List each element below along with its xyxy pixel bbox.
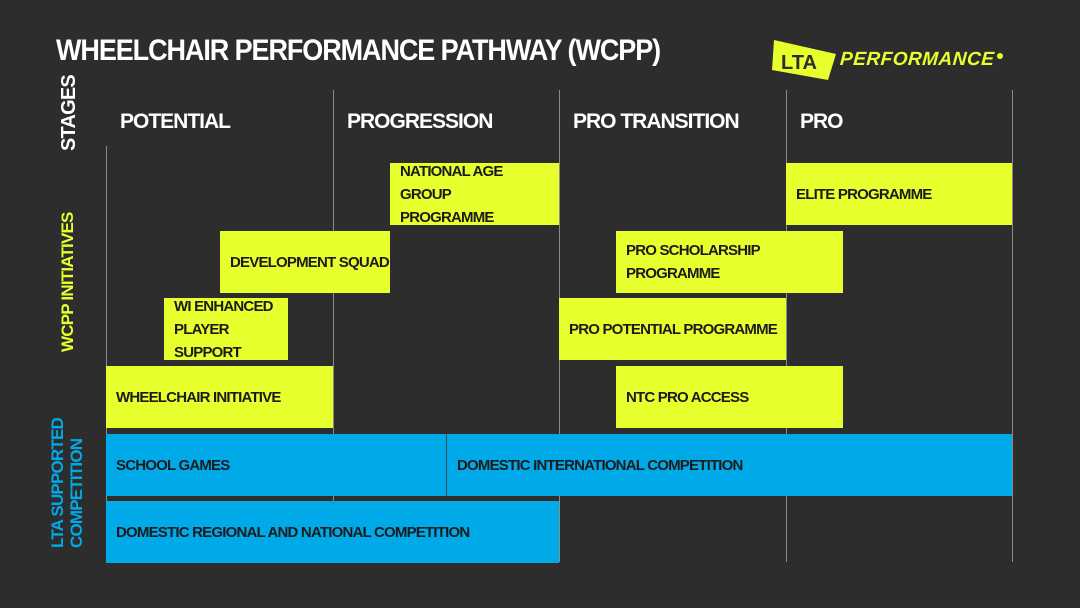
grid-line — [1012, 90, 1013, 562]
initiative-label: DEVELOPMENT SQUAD — [230, 253, 390, 271]
initiative-pro-potential: PRO POTENTIAL PROGRAMME — [559, 298, 786, 360]
initiative-national-age-group: NATIONAL AGE GROUP PROGRAMME — [390, 163, 559, 226]
logo-performance-text: PERFORMANCE — [839, 49, 996, 70]
competition-domestic-international: DOMESTIC INTERNATIONAL COMPETITION — [457, 456, 743, 474]
competition-side-label: LTA SUPPORTED COMPETITION — [48, 418, 86, 548]
grid-line — [106, 146, 107, 562]
initiative-label: PRO SCHOLARSHIP PROGRAMME — [626, 242, 760, 282]
page-title: WHEELCHAIR PERFORMANCE PATHWAY (WCPP) — [56, 34, 661, 67]
initiative-elite-programme: ELITE PROGRAMME — [786, 163, 1012, 225]
initiatives-side-label: WCPP INITIATIVES — [58, 212, 77, 352]
initiative-wi-enhanced: WI ENHANCED PLAYER SUPPORT — [164, 298, 288, 361]
stage-pro: PRO — [800, 110, 844, 133]
initiative-label: NATIONAL AGE GROUP PROGRAMME — [400, 162, 503, 226]
competition-divider — [446, 434, 447, 496]
competition-label: DOMESTIC REGIONAL AND NATIONAL COMPETITI… — [116, 523, 470, 541]
initiative-label: ELITE PROGRAMME — [796, 185, 932, 203]
lta-logo-icon: LTA — [772, 40, 836, 80]
initiative-label: WI ENHANCED PLAYER SUPPORT — [174, 297, 274, 361]
stage-progression: PROGRESSION — [347, 110, 493, 133]
initiative-label: PRO POTENTIAL PROGRAMME — [569, 320, 778, 338]
competition-side-label-line2: COMPETITION — [67, 438, 86, 548]
stages-side-label: STAGES — [58, 75, 80, 151]
stage-potential: POTENTIAL — [120, 110, 231, 133]
competition-school-games: SCHOOL GAMES — [116, 456, 230, 474]
initiative-label: NTC PRO ACCESS — [626, 388, 749, 406]
lta-performance-logo: LTA PERFORMANCE — [772, 40, 1004, 80]
grid-line — [333, 90, 334, 562]
competition-domestic-regional: DOMESTIC REGIONAL AND NATIONAL COMPETITI… — [106, 501, 559, 563]
initiative-pro-scholarship: PRO SCHOLARSHIP PROGRAMME — [616, 231, 843, 293]
initiative-wheelchair: WHEELCHAIR INITIATIVE — [106, 366, 333, 428]
grid-line — [786, 90, 787, 562]
competition-side-label-line1: LTA SUPPORTED — [48, 417, 67, 548]
initiative-ntc-pro-access: NTC PRO ACCESS — [616, 366, 843, 428]
logo-dot-icon — [997, 53, 1004, 59]
competition-row-1: SCHOOL GAMES DOMESTIC INTERNATIONAL COMP… — [106, 434, 1012, 496]
initiative-label: WHEELCHAIR INITIATIVE — [116, 388, 281, 406]
initiative-development-squad: DEVELOPMENT SQUAD — [220, 231, 390, 293]
svg-text:LTA: LTA — [781, 52, 817, 74]
stage-pro-transition: PRO TRANSITION — [573, 110, 740, 133]
